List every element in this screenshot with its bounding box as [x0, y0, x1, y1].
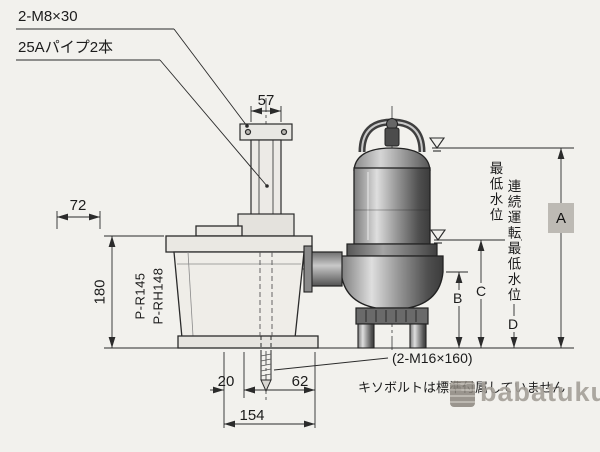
pump-leg: [409, 323, 427, 349]
motor-body: [353, 167, 431, 245]
watermark-text: babatuku: [480, 377, 600, 407]
dim-label-d: D: [506, 316, 521, 333]
bracket-bolt-icon: [244, 128, 252, 136]
submersible-pump: [303, 118, 444, 349]
bracket-bolt-icon: [280, 128, 288, 136]
dim-label-a: A: [548, 203, 574, 233]
model-p-r145: P-R145: [132, 272, 148, 320]
guide-pipe-assembly: [237, 123, 295, 237]
dim-180: 180: [91, 279, 109, 305]
motor-top-cap: [353, 147, 431, 171]
leader-lines: [16, 28, 389, 371]
dim-label-b: B: [451, 290, 465, 307]
hidden-pipe-lines: [259, 252, 273, 336]
pump-leg: [357, 323, 375, 349]
oil-chamber-flange: [346, 243, 438, 257]
discharge-tank: [165, 225, 319, 349]
water-level-triangle-icon: [428, 137, 446, 149]
callout-top-bolts: 2-M8×30: [18, 8, 78, 25]
dim-57: 57: [257, 92, 275, 109]
right-dimensions: [432, 147, 574, 348]
watermark-logo-icon: [450, 381, 475, 407]
anchor-bolt: [260, 336, 272, 393]
discharge-flange: [303, 245, 313, 293]
suction-strainer: [355, 307, 429, 325]
dim-label-c: C: [474, 283, 489, 300]
volute-casing: [340, 255, 444, 309]
dim-62: 62: [291, 373, 309, 390]
callout-guide-pipes: 25Aパイプ2本: [18, 39, 114, 56]
discharge-elbow: [309, 251, 343, 287]
dim-72: 72: [69, 197, 87, 214]
bottom-dimensions: [210, 352, 316, 428]
model-p-rh148: P-RH148: [150, 267, 166, 325]
dim-154: 154: [239, 407, 265, 424]
label-minimum-water-level: 最低水位: [487, 160, 503, 224]
water-level-symbols: [428, 137, 447, 244]
label-continuous-min-water-level: 連続運転最低水位: [505, 178, 521, 304]
water-level-triangle-icon: [429, 229, 447, 241]
left-dimensions: [56, 106, 282, 349]
dim-20: 20: [217, 373, 235, 390]
callout-anchor-bolts: (2-M16×160): [392, 350, 473, 366]
